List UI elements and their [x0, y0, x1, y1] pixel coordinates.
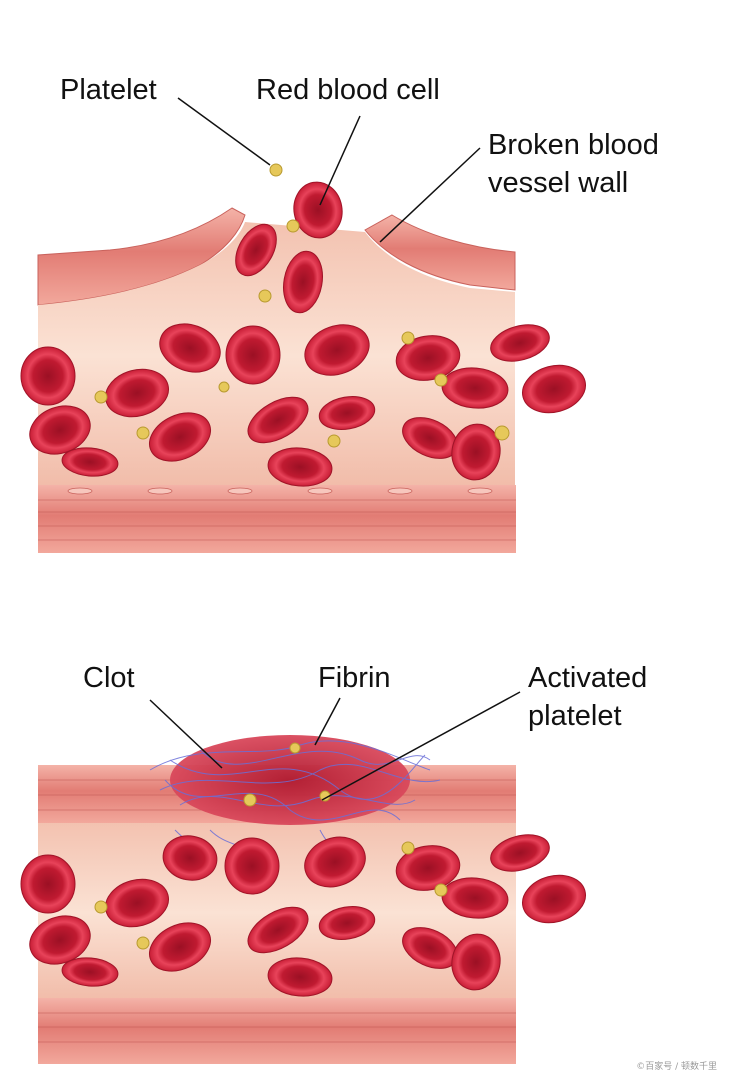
red-blood-cells-bottom [20, 834, 586, 997]
rbc-leader-line [319, 115, 361, 206]
watermark: ©百家号 / 顿数千里 [636, 1062, 717, 1072]
broken-wall-label-line1: Broken blood [488, 129, 659, 161]
clot-leader-line [149, 699, 223, 769]
platelet-label: Platelet [60, 74, 157, 106]
platelets-top [94, 163, 510, 448]
fibrin-leader-line [314, 697, 341, 746]
clot-mass [170, 735, 410, 825]
broken-wall-leader-line [379, 147, 481, 243]
bottom-panel [20, 691, 586, 1064]
red-blood-cell-label: Red blood cell [256, 74, 440, 106]
clot-label: Clot [83, 662, 135, 694]
platelet-leader-line [177, 97, 271, 166]
upper-vessel-wall-left [37, 207, 246, 306]
broken-wall-label-line2: vessel wall [488, 167, 629, 199]
fibrin-strands [149, 740, 441, 876]
lower-vessel-wall-bottom [38, 998, 516, 1064]
activated-platelet-label-line1: Activated [528, 662, 648, 694]
red-blood-cells-top [20, 181, 586, 487]
top-panel [20, 97, 586, 553]
activated-platelet-leader-line [321, 691, 521, 801]
fibrin-label: Fibrin [318, 662, 391, 694]
activated-platelet-label-line2: platelet [528, 700, 622, 732]
upper-vessel-wall-right [364, 214, 516, 291]
lower-vessel-wall-top [38, 485, 516, 553]
platelets-bottom [94, 742, 448, 950]
